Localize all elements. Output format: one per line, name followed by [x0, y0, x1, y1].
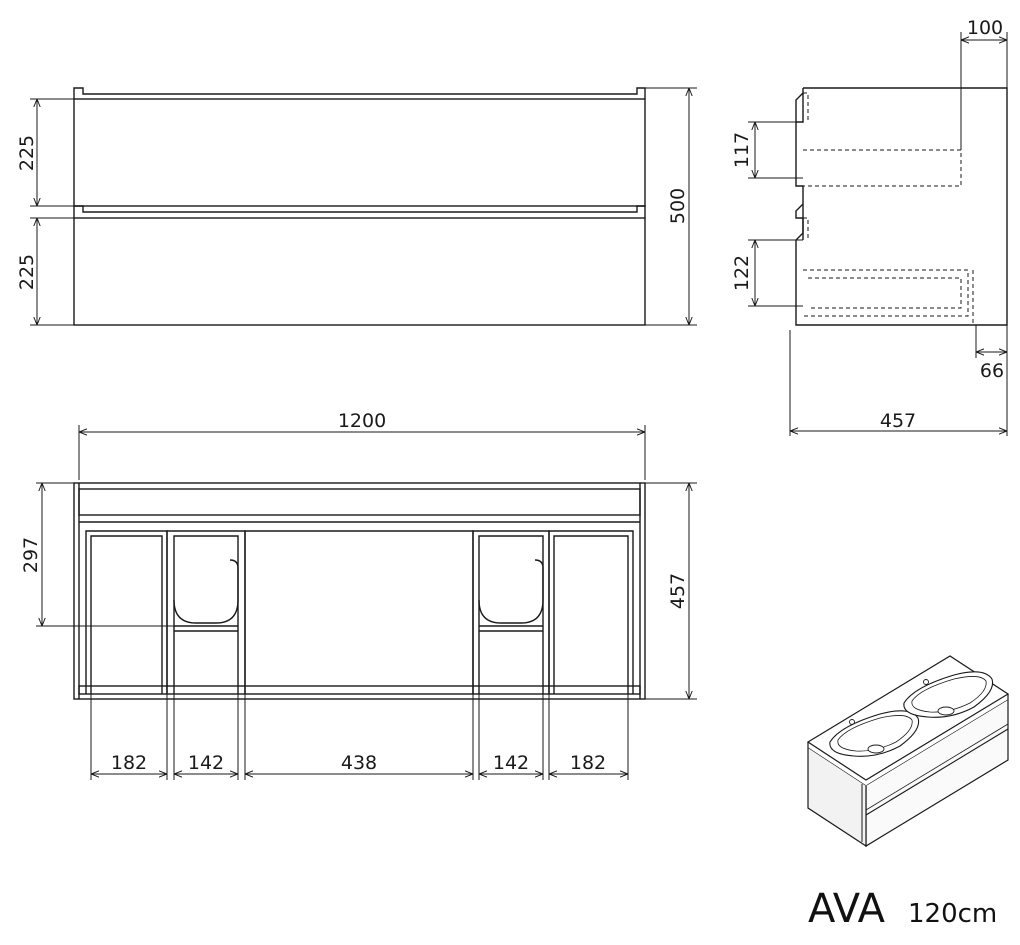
front-drawer-bottom: [73, 217, 646, 326]
dim-segment-2: 142: [188, 752, 224, 774]
dim-bottom-offset: 66: [980, 360, 1004, 382]
dim-side-depth: 457: [880, 410, 916, 432]
dim-top-depth: 457: [667, 573, 689, 609]
front-view: 225 225 500: [16, 87, 697, 326]
product-3d-illustration: [806, 655, 1010, 848]
top-outer-frame: [73, 482, 646, 700]
side-view: 100 117 122 66 457: [731, 17, 1008, 436]
dim-front-depth: 297: [20, 537, 42, 573]
dim-total-width: 1200: [338, 410, 386, 432]
side-body: [795, 87, 1008, 326]
dim-drawer-bottom: 225: [16, 254, 38, 290]
product-size: 120cm: [908, 899, 997, 929]
front-drawer-top: [73, 98, 646, 207]
dim-segment-1: 182: [111, 752, 147, 774]
front-top-lip: [73, 87, 646, 99]
front-mid-lip: [73, 205, 646, 218]
dim-segment-3: 438: [341, 752, 377, 774]
dim-top-offset: 100: [967, 17, 1003, 39]
dim-segment-4: 142: [493, 752, 529, 774]
dim-segment-5: 182: [570, 752, 606, 774]
product-title: AVA 120cm: [808, 886, 997, 932]
dim-upper-pocket: 117: [731, 132, 753, 168]
top-view: 1200 297 457: [20, 410, 697, 780]
product-name: AVA: [808, 886, 886, 932]
dim-total-height: 500: [667, 188, 689, 224]
dim-lower-pocket: 122: [731, 255, 753, 291]
dim-drawer-top: 225: [16, 135, 38, 171]
